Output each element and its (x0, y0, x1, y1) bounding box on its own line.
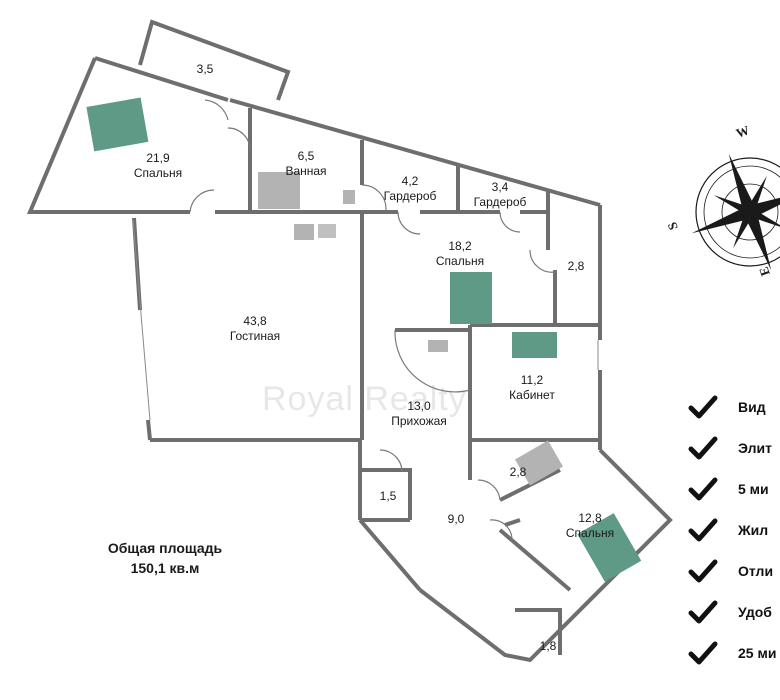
feature-item: Элит (688, 427, 776, 468)
room-area-balcony: 3,5 (197, 62, 214, 76)
room-area-laundry: 2,8 (510, 465, 527, 479)
feature-text: Удоб (738, 603, 772, 620)
shelf (428, 340, 448, 352)
room-name-wardrobe-1: Гардероб (384, 189, 437, 203)
feature-text: Вид (738, 398, 766, 415)
room-area-corridor: 9,0 (448, 512, 465, 526)
door-swings (189, 99, 556, 541)
room-area-wardrobe-1: 4,2 (402, 174, 419, 188)
room-area-storage-1: 2,8 (568, 259, 585, 273)
checkmark-icon (688, 641, 718, 664)
total-area: Общая площадь 150,1 кв.м (60, 538, 270, 578)
feature-text: 25 ми (738, 644, 777, 661)
room-name-bedroom-1: Спальня (134, 166, 182, 180)
feature-item: 25 ми (688, 632, 776, 673)
appliance-2 (318, 224, 336, 238)
room-area-bedroom-3: 12,8 (578, 511, 602, 525)
bathtub (258, 172, 300, 209)
washer (515, 440, 563, 486)
total-area-label: Общая площадь (107, 540, 223, 556)
feature-text: Элит (738, 439, 772, 456)
checkmark-icon (688, 477, 718, 500)
checkmark-icon (688, 518, 718, 541)
room-area-wardrobe-2: 3,4 (492, 180, 509, 194)
room-area-living: 43,8 (243, 314, 267, 328)
checkmark-icon (688, 395, 718, 418)
bed-bedroom-2 (450, 272, 492, 324)
fixtures (86, 97, 642, 582)
compass-west-label: W (734, 122, 751, 141)
room-name-living: Гостиная (230, 329, 280, 343)
appliance-1 (294, 224, 314, 240)
room-area-bathroom: 6,5 (298, 149, 315, 163)
windows (132, 219, 599, 421)
feature-text: 5 ми (738, 480, 769, 497)
room-name-bathroom: Ванная (285, 164, 326, 178)
checkmark-icon (688, 559, 718, 582)
checkmark-icon (688, 600, 718, 623)
total-area-value: 150,1 кв.м (130, 560, 200, 576)
bed-bedroom-3 (577, 513, 642, 582)
room-name-study: Кабинет (509, 388, 555, 402)
feature-text: Жил (738, 521, 769, 538)
compass-east-label: E (756, 265, 773, 278)
room-area-storage-2: 1,8 (540, 639, 557, 653)
feature-item: Жил (688, 509, 776, 550)
room-name-wardrobe-2: Гардероб (474, 195, 527, 209)
room-name-bedroom-3: Спальня (566, 526, 614, 540)
desk (512, 332, 557, 358)
compass-south-label: S (664, 220, 681, 232)
checkmark-icon (688, 436, 718, 459)
bed-bedroom-1 (86, 97, 149, 152)
room-area-hall: 13,0 (407, 399, 431, 413)
feature-item: 5 ми (688, 468, 776, 509)
compass-rose-icon: W S E (664, 122, 780, 278)
room-labels: 21,9 Спальня 3,5 6,5 Ванная 4,2 Гардероб… (134, 62, 614, 653)
feature-item: Удоб (688, 591, 776, 632)
feature-item: Вид (688, 386, 776, 427)
room-area-bedroom-2: 18,2 (448, 239, 472, 253)
feature-list: Вид Элит 5 ми Жил Отли Удоб 25 ми (688, 386, 776, 673)
sink (343, 190, 355, 204)
feature-item: Отли (688, 550, 776, 591)
watermark: Royal Realty (262, 380, 467, 418)
room-area-study: 11,2 (521, 373, 544, 387)
room-area-bedroom-1: 21,9 (146, 151, 170, 165)
feature-text: Отли (738, 562, 774, 579)
room-area-closet: 1,5 (380, 489, 397, 503)
room-name-bedroom-2: Спальня (436, 254, 484, 268)
room-name-hall: Прихожая (391, 414, 447, 428)
